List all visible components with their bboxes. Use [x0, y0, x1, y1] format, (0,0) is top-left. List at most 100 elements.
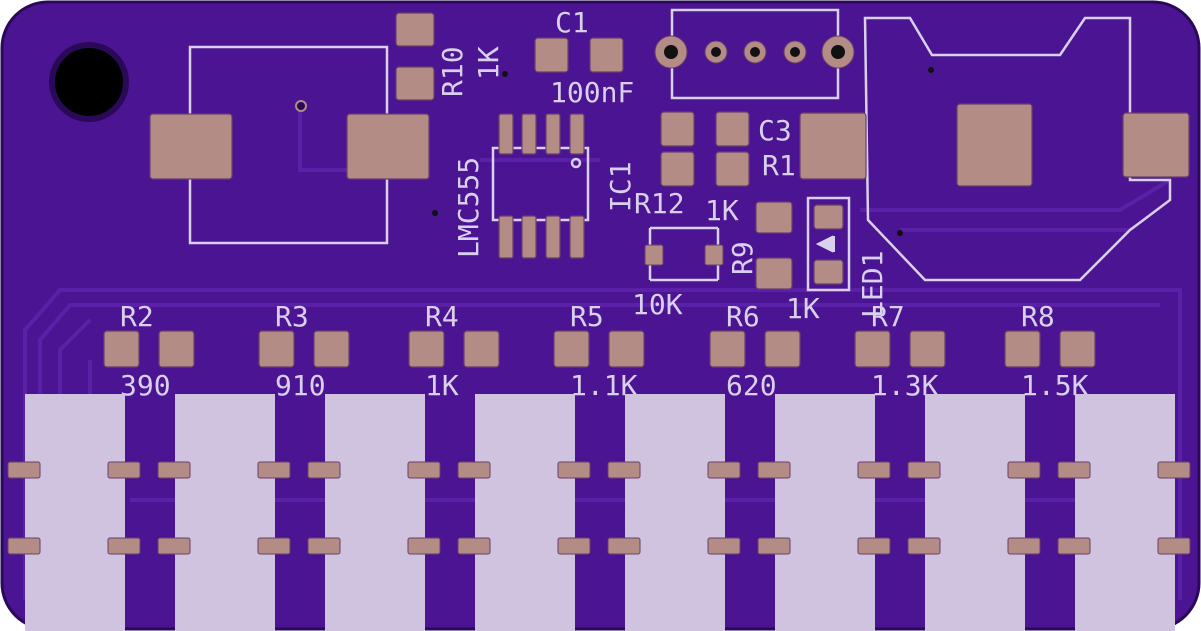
key-pad: [925, 394, 1025, 631]
tact-pad: [707, 461, 741, 479]
r10-pad-bottom: [395, 66, 435, 101]
r1-ref-label: R1: [762, 149, 796, 182]
tact-pad: [607, 461, 641, 479]
c3-pad-left: [660, 111, 695, 147]
tact-pad: [157, 537, 191, 555]
tact-pad: [157, 461, 191, 479]
ic1-ref-label: IC1: [604, 161, 637, 212]
resistor-value-label: 620: [726, 369, 777, 402]
resistor-ref-label: R2: [120, 300, 154, 333]
via: [295, 100, 307, 112]
resistor-ref-label: R3: [275, 300, 309, 333]
tact-pad: [457, 537, 491, 555]
resistor-pad-left: [408, 330, 445, 368]
resistor-pad-right: [608, 330, 645, 368]
c1-ref-label: C1: [555, 6, 589, 39]
tact-pad: [307, 537, 341, 555]
r12-value-label: 10K: [632, 288, 683, 321]
switch-pad-right: [346, 113, 430, 180]
tact-pad: [557, 461, 591, 479]
resistor-r3: R3 910: [258, 300, 350, 402]
r10-pad-top: [395, 12, 435, 47]
tact-pad: [457, 461, 491, 479]
led1-ref-label: LED1: [856, 251, 889, 318]
tact-pad: [107, 537, 141, 555]
led1-outline: [806, 196, 851, 292]
tact-pad: [1057, 461, 1091, 479]
r10-value-label: 1K: [472, 46, 505, 80]
tact-pad: [1007, 461, 1041, 479]
tact-pad: [7, 461, 41, 479]
resistor-pad-right: [158, 330, 195, 368]
tact-pad: [1007, 537, 1041, 555]
key-pad: [175, 394, 275, 631]
resistor-value-label: 910: [275, 369, 326, 402]
resistor-pad-left: [258, 330, 295, 368]
tact-pad: [557, 537, 591, 555]
tact-pad: [1057, 537, 1091, 555]
resistor-ref-label: R8: [1021, 300, 1055, 333]
ic1-pins: [498, 113, 585, 259]
ic1-outline: [491, 146, 590, 222]
mounting-hole: [49, 42, 129, 122]
tact-pad: [407, 537, 441, 555]
tact-pad: [1157, 461, 1191, 479]
battery-holder-outline: [863, 16, 1172, 282]
resistor-pad-right: [909, 330, 946, 368]
switch-pad-left: [149, 113, 233, 180]
c3-ref-label: C3: [758, 114, 792, 147]
resistor-pad-right: [313, 330, 350, 368]
led-polarity-icon: [815, 235, 835, 253]
ic1-value-label: LMC555: [452, 157, 485, 258]
r1-pad-left: [660, 151, 695, 187]
tact-pad: [757, 537, 791, 555]
resistor-r6: R6 620: [709, 300, 801, 402]
tact-pad: [907, 537, 941, 555]
tact-pad: [407, 461, 441, 479]
r9-value-label: 1K: [786, 292, 820, 325]
battery-pad-right: [1122, 112, 1190, 178]
resistor-ref-label: R6: [726, 300, 760, 333]
r9-pad-bottom: [755, 257, 793, 290]
r12-ref-label: R12: [634, 187, 685, 220]
key-pad: [1075, 394, 1175, 631]
led1-pad-top: [813, 204, 844, 230]
c1-pad-right: [589, 37, 624, 73]
resistor-pad-left: [854, 330, 891, 368]
resistor-pad-right: [1059, 330, 1096, 368]
ic1-pin1-marker: [570, 157, 582, 169]
key-pad: [475, 394, 575, 631]
battery-pad-left: [799, 112, 867, 180]
r1-pad-right: [715, 151, 750, 187]
resistor-r5: R51.1K: [553, 300, 645, 402]
c1-pad-left: [534, 37, 569, 73]
led1-pad-bottom: [813, 259, 844, 285]
resistor-pad-left: [709, 330, 746, 368]
header-pins: [654, 35, 855, 69]
tact-pad: [857, 537, 891, 555]
resistor-ref-label: R5: [570, 300, 604, 333]
resistor-pad-left: [103, 330, 140, 368]
resistor-pad-left: [553, 330, 590, 368]
resistor-pad-right: [764, 330, 801, 368]
tact-pad: [757, 461, 791, 479]
resistor-ref-label: R4: [425, 300, 459, 333]
c3-pad-right: [715, 111, 750, 147]
r10-ref-label: R10: [436, 46, 469, 97]
resistor-ref-label: R7: [871, 300, 905, 333]
piano-keys: [7, 394, 1191, 631]
r1-value-label: 1K: [705, 194, 739, 227]
r9-pad-top: [755, 201, 793, 234]
c1-value-label: 100nF: [550, 76, 634, 109]
key-pad: [325, 394, 425, 631]
key-pad: [25, 394, 125, 631]
tact-pad: [7, 537, 41, 555]
resistor-value-label: 1K: [425, 369, 459, 402]
tact-pad: [257, 461, 291, 479]
r12-pad-right: [704, 244, 724, 266]
tact-pad: [257, 537, 291, 555]
tact-pad: [1157, 537, 1191, 555]
